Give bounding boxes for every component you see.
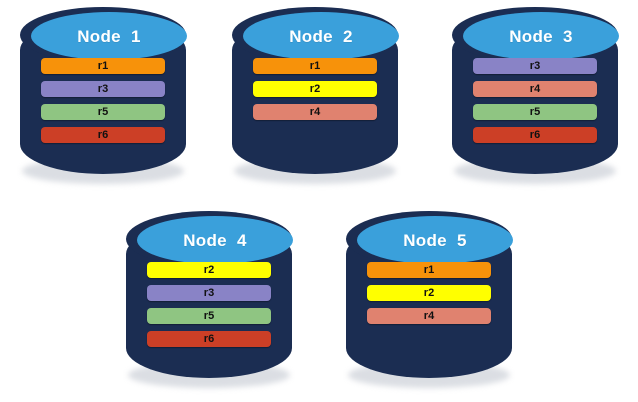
node-cylinder-2[interactable]: Node 2 r1 r2 r4 bbox=[226, 4, 404, 184]
replica-list: r2 r3 r5 r6 bbox=[120, 262, 298, 347]
cylinder-top-rim: Node 3 bbox=[452, 7, 619, 63]
replica-bar[interactable]: r6 bbox=[41, 127, 165, 143]
replica-bar[interactable]: r6 bbox=[147, 331, 271, 347]
node-cylinder-4[interactable]: Node 4 r2 r3 r5 r6 bbox=[120, 208, 298, 388]
cylinder-top-rim: Node 2 bbox=[232, 7, 399, 63]
replica-bar[interactable]: r1 bbox=[253, 58, 377, 74]
replica-bar[interactable]: r5 bbox=[41, 104, 165, 120]
replica-bar[interactable]: r3 bbox=[147, 285, 271, 301]
replica-bar[interactable]: r4 bbox=[253, 104, 377, 120]
replica-bar[interactable]: r3 bbox=[473, 58, 597, 74]
cylinder-top-rim: Node 5 bbox=[346, 211, 513, 267]
replica-bar[interactable]: r2 bbox=[253, 81, 377, 97]
replica-bar[interactable]: r4 bbox=[473, 81, 597, 97]
replica-bar[interactable]: r6 bbox=[473, 127, 597, 143]
replica-bar[interactable]: r1 bbox=[41, 58, 165, 74]
node-cylinder-1[interactable]: Node 1 r1 r3 r5 r6 bbox=[14, 4, 192, 184]
replica-bar[interactable]: r5 bbox=[147, 308, 271, 324]
cylinder-top-face: Node 1 bbox=[31, 12, 187, 60]
replica-bar[interactable]: r4 bbox=[367, 308, 491, 324]
cylinder-top-face: Node 3 bbox=[463, 12, 619, 60]
node-label: Node 3 bbox=[509, 26, 573, 46]
replica-bar[interactable]: r1 bbox=[367, 262, 491, 278]
replica-list: r1 r3 r5 r6 bbox=[14, 58, 192, 143]
node-label: Node 1 bbox=[77, 26, 141, 46]
replica-bar[interactable]: r2 bbox=[147, 262, 271, 278]
replica-bar[interactable]: r2 bbox=[367, 285, 491, 301]
node-cylinder-5[interactable]: Node 5 r1 r2 r4 bbox=[340, 208, 518, 388]
cylinder-top-face: Node 2 bbox=[243, 12, 399, 60]
cylinder-top-face: Node 5 bbox=[357, 216, 513, 264]
replica-list: r1 r2 r4 bbox=[226, 58, 404, 120]
replica-bar[interactable]: r3 bbox=[41, 81, 165, 97]
replica-list: r3 r4 r5 r6 bbox=[446, 58, 624, 143]
cylinder-top-rim: Node 4 bbox=[126, 211, 293, 267]
cylinder-top-rim: Node 1 bbox=[20, 7, 187, 63]
node-label: Node 2 bbox=[289, 26, 353, 46]
replica-bar[interactable]: r5 bbox=[473, 104, 597, 120]
replica-list: r1 r2 r4 bbox=[340, 262, 518, 324]
node-cylinder-3[interactable]: Node 3 r3 r4 r5 r6 bbox=[446, 4, 624, 184]
cylinder-top-face: Node 4 bbox=[137, 216, 293, 264]
node-label: Node 4 bbox=[183, 230, 247, 250]
node-label: Node 5 bbox=[403, 230, 467, 250]
